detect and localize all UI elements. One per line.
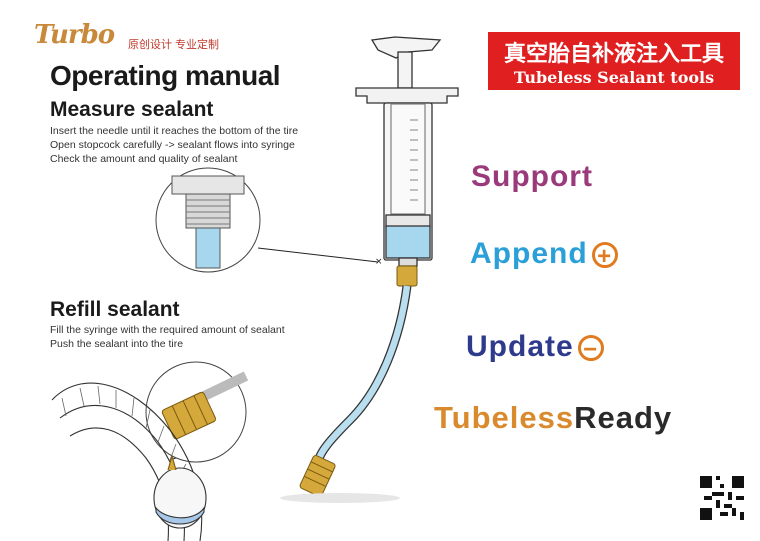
feature-append-label: Append <box>470 237 588 270</box>
plus-circle-icon: + <box>591 242 618 269</box>
badge-title-en: Tubeless Sealant tools <box>513 68 715 87</box>
feature-update-label: Update <box>466 330 574 363</box>
ready-label: Ready <box>574 400 673 435</box>
refill-step: Push the sealant into the tire <box>50 338 184 350</box>
feature-support: Support <box>471 160 593 193</box>
measure-step: Check the amount and quality of sealant <box>50 153 238 165</box>
measure-step: Insert the needle until it reaches the b… <box>50 125 299 137</box>
minus-circle-icon: − <box>577 335 604 362</box>
badge-title-cn: 真空胎自补液注入工具 <box>503 41 724 66</box>
detail-brass-fitting <box>145 361 249 463</box>
feature-append: Append+ <box>470 237 618 271</box>
detail-stopcock <box>155 167 261 273</box>
section-title-measure: Measure sealant <box>50 98 214 121</box>
measure-step: Open stopcock carefully -> sealant flows… <box>50 139 295 151</box>
refill-step: Fill the syringe with the required amoun… <box>50 324 285 336</box>
brand-logo: Turbo <box>34 20 115 50</box>
brass-coupler-bottom <box>299 455 336 497</box>
feature-update: Update− <box>466 330 604 364</box>
page-title: Operating manual <box>50 60 281 91</box>
syringe <box>355 36 459 267</box>
brand-slogan: 原创设计 专业定制 <box>128 39 220 51</box>
tire-illustration <box>51 382 207 541</box>
tubeless-label: Tubeless <box>434 400 575 435</box>
qr-code-icon <box>700 476 744 520</box>
feature-tubeless-ready: TubelessReady <box>434 400 672 436</box>
product-badge: 真空胎自补液注入工具 Tubeless Sealant tools <box>488 32 740 90</box>
brass-coupler-top <box>396 265 418 287</box>
section-title-refill: Refill sealant <box>50 298 180 321</box>
svg-text:×: × <box>375 257 383 267</box>
